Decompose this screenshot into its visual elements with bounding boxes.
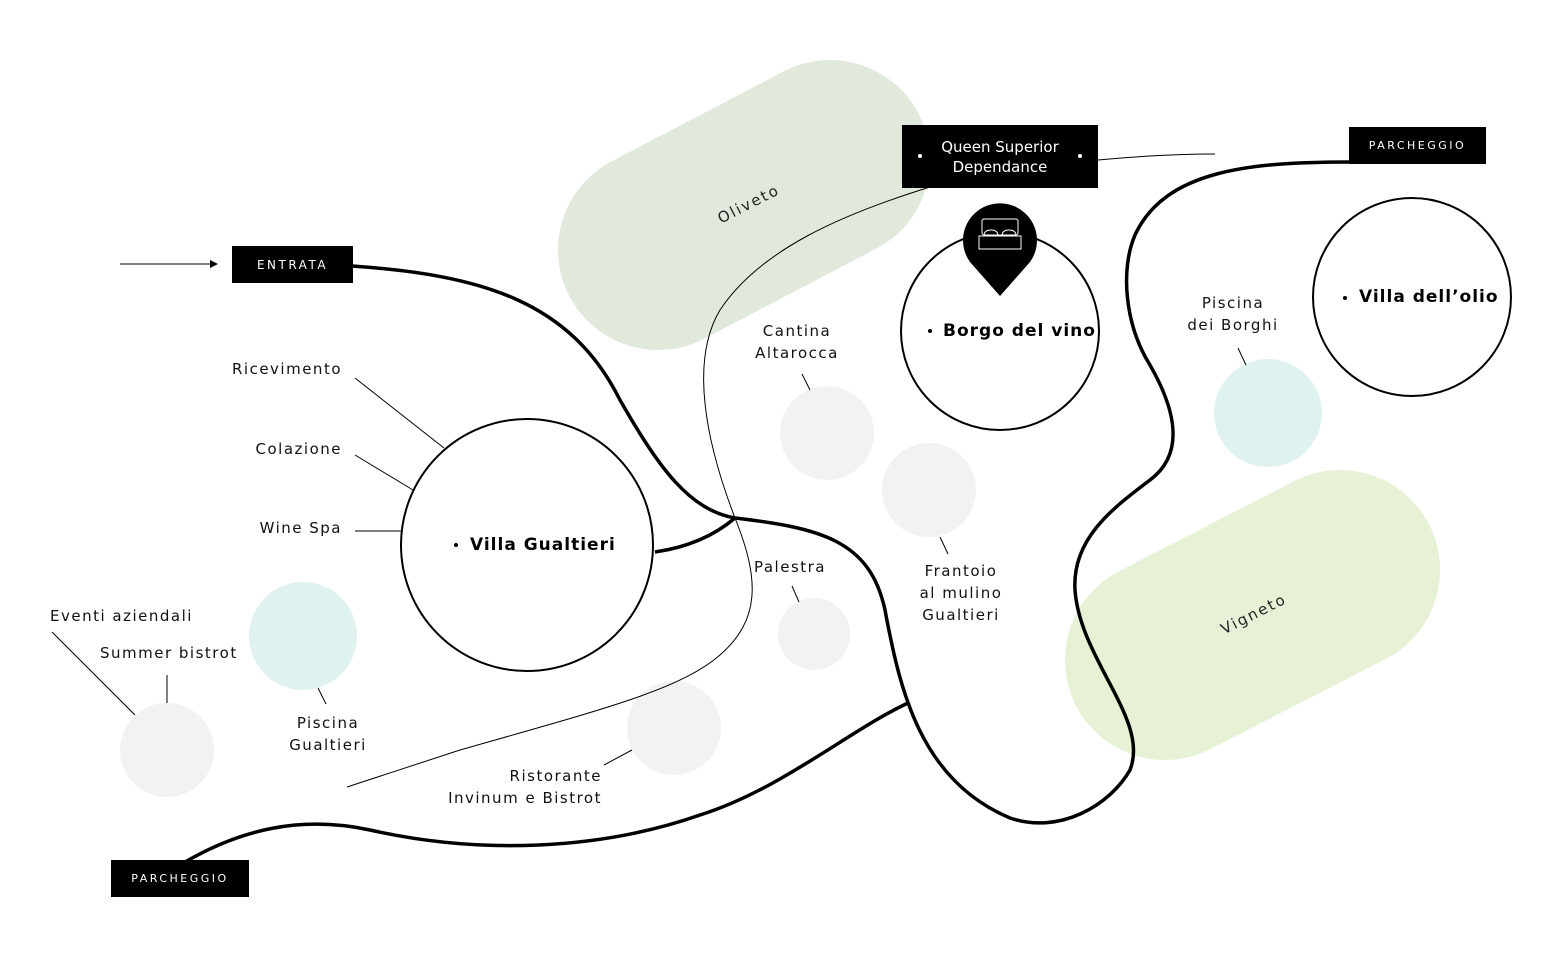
bed-pin-icon[interactable] [963,203,1037,296]
queen-line1: Queen Superior [941,137,1059,156]
label-line: Invinum e Bistrot [448,789,602,807]
spot-palestra[interactable] [778,598,850,670]
ricevimento-label: Ricevimento [231,360,342,378]
parcheggio-top-tag[interactable]: PARCHEGGIO [1349,127,1486,164]
queen-superior-tag[interactable]: Queen Superior Dependance [902,125,1098,188]
piscina-borghi[interactable] [1214,359,1322,467]
label-line: Ristorante [509,767,602,785]
eventi-label: Eventi aziendali [50,607,193,625]
oliveto-area [558,60,930,350]
villa-gualtieri-label[interactable]: Villa Gualtieri [470,535,616,555]
leader-lines [51,263,1247,766]
entrata-tag[interactable]: ENTRATA [232,246,353,283]
label-line: Gualtieri [289,736,367,754]
villa-olio-label[interactable]: Villa dell’olio [1359,287,1499,307]
piscina-gualtieri[interactable] [249,582,357,690]
label-line: Altarocca [755,344,839,362]
parcheggio-bottom-tag[interactable]: PARCHEGGIO [111,860,249,897]
spot-ristorante[interactable] [627,681,721,775]
villa-gualtieri[interactable] [400,418,654,672]
villa-dell-olio[interactable] [1312,197,1512,397]
spot-frantoio[interactable] [882,443,976,537]
label-line: dei Borghi [1187,316,1279,334]
bullet-icon [918,154,922,158]
bullet-icon [1078,154,1082,158]
spot-eventi[interactable] [120,703,214,797]
wine-spa-label: Wine Spa [259,519,342,537]
palestra-label: Palestra [753,558,826,576]
vigneto-area [1065,470,1440,760]
queen-line2: Dependance [952,157,1048,176]
colazione-label: Colazione [255,440,342,458]
footpath-right [1097,153,1216,161]
main-road [351,160,1351,825]
spot-cantina[interactable] [780,386,874,480]
label-line: Piscina [296,714,360,732]
entrance-arrow-icon [210,260,218,268]
label-line: Frantoio [924,562,998,580]
piscina-borghi-label: Piscina dei Borghi [1173,292,1293,336]
label-line: Gualtieri [922,606,1000,624]
label-line: Piscina [1201,294,1265,312]
label-line: al mulino [919,584,1003,602]
bottom-road [184,701,909,864]
summer-bistrot-label: Summer bistrot [100,644,238,662]
borgo-label[interactable]: Borgo del vino [943,321,1096,341]
label-line: Cantina [762,322,832,340]
branch-road [654,516,737,554]
